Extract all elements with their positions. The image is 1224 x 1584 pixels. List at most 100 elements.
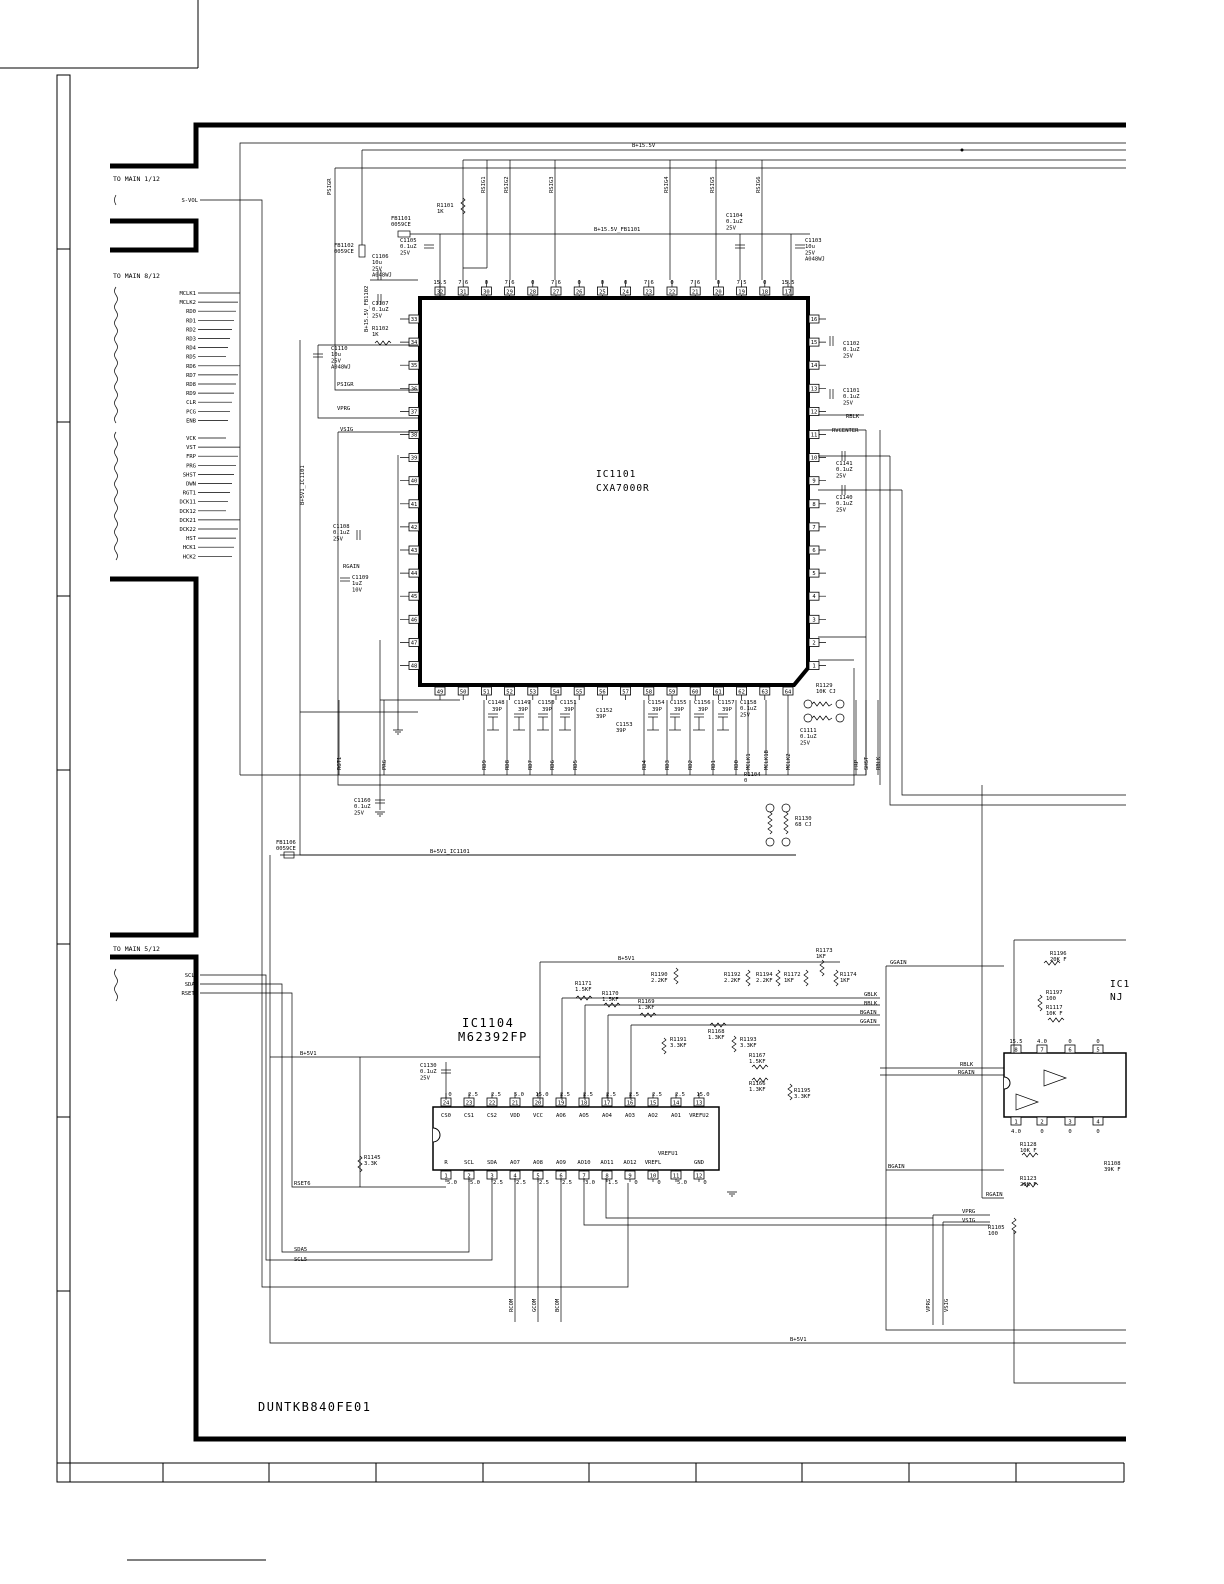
net-label-vertical: RD9 xyxy=(482,760,488,770)
net-rgain-lower: RGAIN xyxy=(986,1192,1003,1198)
net-labels: B+15.5V B+15.5V_FB1101 B+15.5V_FB1102 PS… xyxy=(294,143,1003,1343)
component-label: 25V xyxy=(420,1075,431,1081)
net-rblk: RBLK xyxy=(846,414,860,420)
pin-voltage: 7.6 xyxy=(505,280,515,286)
component-label: 0.1uZ xyxy=(843,394,860,400)
pin-voltage: 2.5 xyxy=(606,1092,616,1098)
component-label: C1103 xyxy=(805,238,822,244)
pin-box xyxy=(643,286,655,296)
pin-number: 19 xyxy=(558,1101,565,1107)
pin-name: AO11 xyxy=(600,1160,613,1166)
pin-number: 1 xyxy=(812,664,815,670)
net-b5v1-ic: B+5V1_IC1101 xyxy=(430,849,470,855)
bottom-cap-labels: C114839PC114939PC115039PC115139PC115439P… xyxy=(487,700,735,731)
component-label: C1101 xyxy=(843,388,860,394)
pin-voltage: 0 xyxy=(657,1180,660,1186)
component-label: 1KF xyxy=(840,978,850,984)
pin-number: 52 xyxy=(506,690,513,696)
pin-name: AO3 xyxy=(625,1113,635,1119)
pin-box xyxy=(759,286,771,296)
component-label: C1107 xyxy=(372,301,389,307)
pin-number: 17 xyxy=(604,1101,611,1107)
net-ggain-dac: GGAIN xyxy=(860,1019,877,1025)
pin-number: 5 xyxy=(536,1174,539,1180)
component-label: 0059CE xyxy=(276,846,296,852)
pin-name: VREFL xyxy=(645,1160,662,1166)
pin-box xyxy=(624,1097,636,1107)
component-label: R1166 xyxy=(749,1081,766,1087)
pin-number: 22 xyxy=(489,1101,496,1107)
component-label: 2.2KF xyxy=(724,978,741,984)
component-label: 1uZ xyxy=(352,581,363,587)
pin-box xyxy=(1010,1044,1022,1054)
pin-number: 46 xyxy=(411,617,418,623)
component-label: 10K F xyxy=(1020,1148,1037,1154)
pin-box xyxy=(597,686,608,696)
pin-number: 24 xyxy=(622,290,629,296)
component-label: 20K F xyxy=(1050,957,1067,963)
connector-signal-labels: S-VOLMCLK1MCLK2RD0RD1RD2RD3RD4RD5RD6RD7R… xyxy=(179,198,240,997)
pin-number: 16 xyxy=(627,1101,634,1107)
pin-number: 7 xyxy=(812,525,815,531)
connector-signal: CLR xyxy=(186,400,197,406)
cap-value: 39P xyxy=(542,707,553,713)
cap-ref: C1149 xyxy=(514,700,531,706)
connector-signal: RD7 xyxy=(186,373,196,379)
pin-number: 9 xyxy=(628,1174,631,1180)
pin-number: 10 xyxy=(650,1174,657,1180)
pin-box xyxy=(808,453,820,463)
pin-name: CS0 xyxy=(441,1113,451,1119)
pin-number: 20 xyxy=(535,1101,542,1107)
component-label: 1K xyxy=(437,209,444,215)
connector-signal: DCK11 xyxy=(179,500,196,506)
pin-voltage: 5.0 xyxy=(470,1180,480,1186)
pin-voltage: 2.5 xyxy=(468,1092,478,1098)
net-vprg-vertical: VPRG xyxy=(926,1299,932,1312)
pin-box xyxy=(1036,1116,1048,1126)
pin-box xyxy=(666,286,678,296)
pin-box xyxy=(463,1097,475,1107)
pin-number: 4 xyxy=(513,1174,517,1180)
component-label: 25V xyxy=(836,507,847,513)
component-label: 25V xyxy=(726,225,737,231)
connector-signal: VST xyxy=(186,445,197,451)
pin-box xyxy=(693,1097,705,1107)
pin-box xyxy=(808,522,820,532)
component-label: 1.5KF xyxy=(602,997,619,1003)
net-label-vertical: RD5 xyxy=(573,760,579,770)
component-label: R1123 xyxy=(1020,1176,1037,1182)
pin-number: 59 xyxy=(669,690,676,696)
pin-name: AO12 xyxy=(623,1160,636,1166)
pin-number: 22 xyxy=(669,290,676,296)
component-label: R1172 xyxy=(784,972,801,978)
net-label-vertical: RD7 xyxy=(528,760,534,770)
pin-voltage: 15.5 xyxy=(781,280,794,286)
pin-name: CS2 xyxy=(487,1113,497,1119)
net-vprg-lower: VPRG xyxy=(962,1209,975,1215)
net-bgain-lower: BGAIN xyxy=(888,1164,905,1170)
net-label-vertical: SHST xyxy=(864,756,870,770)
connector-signal: RD9 xyxy=(186,391,196,397)
net-vsig: VSIG xyxy=(340,427,353,433)
component-label: R1130 xyxy=(795,816,812,822)
component-label: R1190 xyxy=(651,972,668,978)
net-rsig: RSIG2 xyxy=(504,176,510,193)
net-psigr-vertical: PSIGR xyxy=(327,178,333,195)
component-label: 1K xyxy=(372,332,379,338)
connector-signal: PCG xyxy=(186,409,196,415)
pin-number: 47 xyxy=(411,640,418,646)
component-label: C1109 xyxy=(352,575,369,581)
pin-box xyxy=(808,591,820,601)
pin-number: 25 xyxy=(599,290,606,296)
pin-number: 8 xyxy=(605,1174,608,1180)
component-label: 0059CE xyxy=(334,249,354,255)
pin-number: 2 xyxy=(1040,1120,1043,1126)
connector-signal: RGT1 xyxy=(183,491,196,497)
component-label: 2.2KF xyxy=(756,978,773,984)
component-label: C1106 xyxy=(372,254,389,260)
net-b155-fb: B+15.5V_FB1101 xyxy=(594,227,640,233)
pin-voltage: 2.5 xyxy=(652,1092,662,1098)
pin-name: AO6 xyxy=(556,1113,566,1119)
connector-signal: HCK1 xyxy=(183,545,196,551)
pin-voltage: 7.6 xyxy=(644,280,654,286)
